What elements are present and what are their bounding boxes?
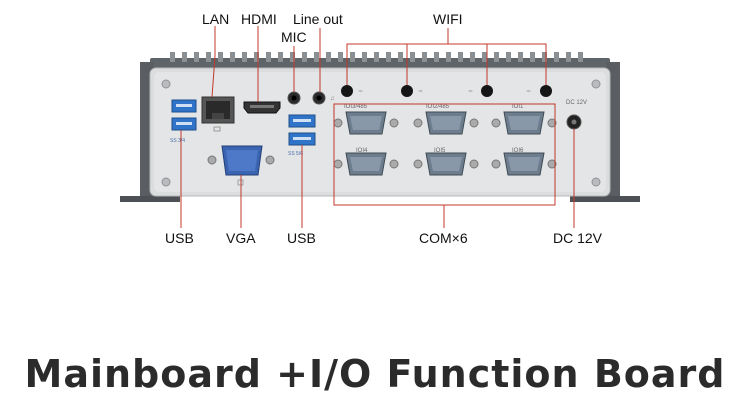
com-ports	[333, 111, 557, 176]
svg-text:≈: ≈	[418, 88, 423, 95]
label-mic: MIC	[281, 29, 307, 45]
usb-port-mid	[288, 114, 316, 146]
com1-tag: IOI3/485	[344, 104, 368, 110]
vga-port	[207, 145, 275, 176]
com3-tag: IOI1	[512, 104, 524, 110]
usb-left-tag: SS 3/4	[170, 138, 185, 144]
label-usb-left: USB	[165, 230, 194, 246]
usb-mid-tag: SS 5/6	[288, 151, 303, 157]
com-port	[491, 111, 557, 135]
com-port	[333, 152, 399, 176]
com5-tag: IOI5	[434, 148, 446, 154]
label-line-out: Line out	[293, 11, 343, 27]
label-lan: LAN	[202, 11, 230, 27]
com-port	[413, 152, 479, 176]
com6-tag: IOI6	[512, 148, 524, 154]
label-hdmi: HDMI	[241, 11, 277, 27]
lan-port	[201, 96, 235, 124]
svg-text:♫: ♫	[330, 96, 335, 102]
label-wifi: WIFI	[433, 11, 463, 27]
dc-panel-label: DC 12V	[566, 100, 587, 106]
network-icon	[213, 126, 221, 132]
label-vga: VGA	[226, 230, 256, 246]
hdmi-port	[243, 101, 281, 114]
callout-lines	[180, 26, 575, 228]
label-dc: DC 12V	[553, 230, 603, 246]
com4-tag: IOI4	[356, 148, 368, 154]
page-title: Mainboard +I/O Function Board	[24, 352, 726, 396]
svg-text:≈: ≈	[468, 88, 473, 95]
svg-text:≈: ≈	[526, 88, 531, 95]
com2-tag: IOI2/485	[426, 104, 450, 110]
usb-port-left	[171, 99, 197, 131]
line-out-jack	[312, 91, 326, 105]
label-com: COM×6	[419, 230, 468, 246]
dc-jack	[566, 114, 582, 130]
com-port	[491, 152, 557, 176]
com-port	[413, 111, 479, 135]
com-port	[333, 111, 399, 135]
label-usb-mid: USB	[287, 230, 316, 246]
svg-text:≈: ≈	[358, 88, 363, 95]
mic-jack	[287, 91, 301, 105]
wifi-antenna-holes	[341, 85, 552, 97]
